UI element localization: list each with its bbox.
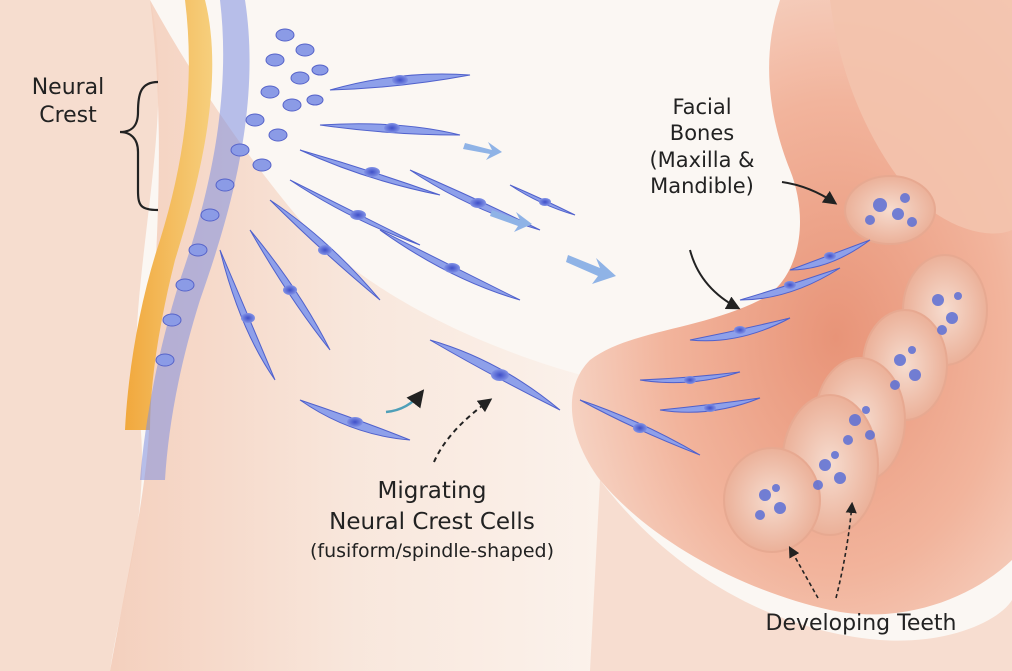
facial-bones-label-line3: (Maxilla & [634, 147, 770, 173]
facial-bones-label-line1: Facial [634, 94, 770, 120]
facial-bones-label-line4: Mandible) [634, 173, 770, 199]
developing-teeth-label: Developing Teeth [746, 610, 976, 638]
facial-bones-label-line2: Bones [634, 120, 770, 146]
migrating-label-line1: Migrating [282, 476, 582, 507]
migrating-cells-label: Migrating Neural Crest Cells (fusiform/s… [282, 476, 582, 564]
facial-bones-label: Facial Bones (Maxilla & Mandible) [634, 94, 770, 199]
migrating-label-line3: (fusiform/spindle-shaped) [282, 539, 582, 565]
neural-crest-label: Neural Crest [20, 74, 116, 129]
migrating-label-line2: Neural Crest Cells [282, 507, 582, 538]
neural-crest-label-line2: Crest [20, 102, 116, 130]
neural-crest-label-line1: Neural [20, 74, 116, 102]
